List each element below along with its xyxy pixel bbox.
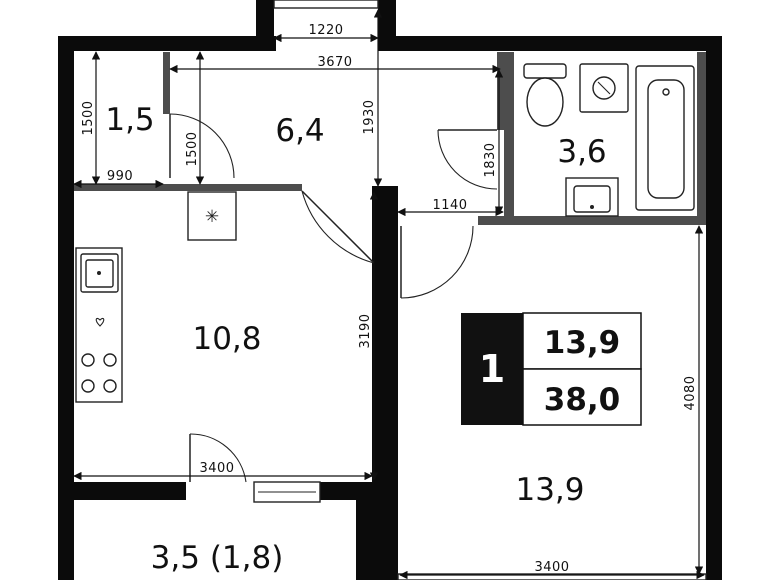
room-bathroom-area: 3,6 [557, 134, 606, 170]
total-area-value: 38,0 [544, 382, 621, 418]
room-storage-area: 1,5 [105, 102, 154, 138]
exterior-walls [58, 0, 722, 580]
living-area-value: 13,9 [544, 325, 621, 361]
rooms-count-box [461, 313, 523, 425]
dim-storage-height: 1500 [81, 100, 96, 135]
dim-storage-width: 990 [107, 169, 133, 184]
dim-entry-width: 1220 [308, 23, 343, 38]
room-labels: 1,5 6,4 3,6 10,8 13,9 3,5 (1,8) [105, 102, 606, 576]
dim-kitchen-width: 3400 [199, 461, 234, 476]
dimension-labels: 1220 3670 1930 1500 1500 990 1830 1140 3… [81, 23, 698, 575]
fridge [187, 191, 237, 241]
dim-bath-door: 1140 [432, 198, 467, 213]
dim-hall-length: 3670 [317, 55, 352, 70]
dim-living-height: 4080 [683, 375, 698, 410]
toilet-bowl [526, 77, 564, 127]
entry-door [273, 0, 379, 9]
kitchen-fixtures: ✳ [75, 191, 237, 403]
dim-living-width: 3400 [534, 560, 569, 575]
rooms-count: 1 [479, 347, 505, 391]
dim-kitchen-height: 3190 [358, 313, 373, 348]
summary-badge: 1 13,9 38,0 [461, 312, 642, 426]
dimension-lines [73, 9, 705, 580]
room-kitchen-area: 10,8 [192, 321, 261, 357]
dim-bath-height: 1830 [483, 142, 498, 177]
dim-hall-depth: 1930 [362, 99, 377, 134]
room-hall-area: 6,4 [275, 113, 324, 149]
toilet-tank [523, 63, 567, 79]
bathroom-fixtures [523, 63, 695, 217]
room-balcony-area: 3,5 (1,8) [151, 540, 284, 576]
svg-text:✳: ✳ [205, 207, 219, 227]
room-living-area: 13,9 [515, 472, 584, 508]
dim-storage-door: 1500 [185, 131, 200, 166]
